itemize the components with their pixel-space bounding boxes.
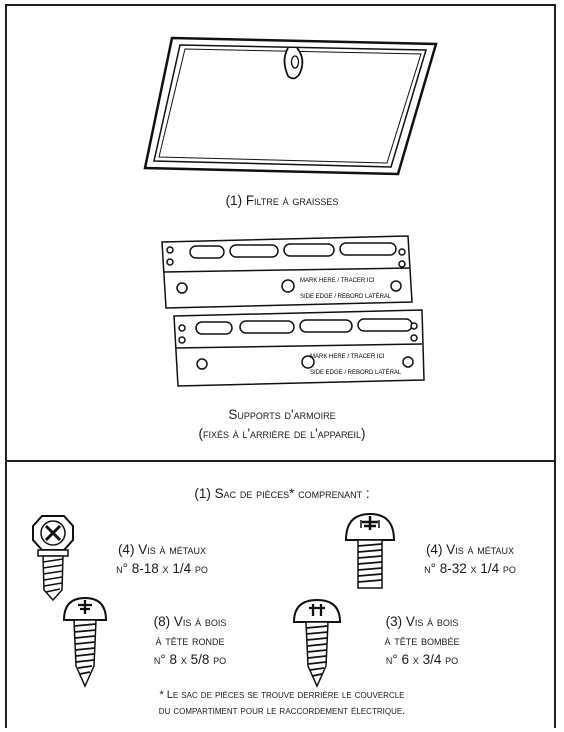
bracket-mark-here-text: MARK HERE / TRACER ICI [300,278,375,284]
screw-2-spec: n° 8-32 x 1/4 po [424,561,516,576]
brackets-caption-line2: (fixés à l'arrière de l'appareil) [198,426,366,441]
round-head-wood-screw-icon [62,596,108,688]
filter-caption: (1) Filtre à graisses [225,193,339,208]
screw-3-spec: n° 8 x 5/8 po [153,652,227,667]
cabinet-bracket-icon: MARK HERE / TRACER ICI SIDE EDGE / REBOR… [161,235,425,387]
screw-2-qty: (4) [425,542,443,557]
truss-head-wood-screw-icon [292,598,342,688]
screw-3-name: Vis à bois [173,614,227,629]
screw-1-name: Vis à métaux [138,542,207,557]
brackets-caption-line1: Supports d'armoire [228,407,336,422]
section-divider [5,460,556,462]
hex-screw-icon [32,515,74,602]
footnote-line2: du compartiment pour le raccordement éle… [158,705,406,717]
screw-3-qty: (8) [153,614,171,629]
screw-1-spec: n° 8-18 x 1/4 po [116,561,208,576]
footnote-line1: * Le sac de pièces se trouve derrière le… [159,689,405,701]
screw-2-name: Vis à métaux [446,542,515,557]
grease-filter-icon [143,36,438,176]
screw-3-line1: (8) Vis à bois [120,612,260,631]
pan-head-screw-icon [344,512,396,589]
page-frame [5,4,556,728]
bag-title: (1) Sac de pièces* comprenant : [194,486,370,501]
screw-1-line1: (4) Vis à métaux [92,540,232,559]
screw-2-line1: (4) Vis à métaux [400,540,540,559]
screw-4-head: à tête bombée [384,633,460,648]
bracket-side-edge-text: SIDE EDGE / REBORD LATÉRAL [300,293,392,300]
screw-4-name: Vis à bois [405,614,459,629]
bracket-side-edge-text-lower: SIDE EDGE / REBORD LATÉRAL [310,369,402,376]
screw-3-head: à tête ronde [155,633,225,648]
screw-4-spec: n° 6 x 3/4 po [385,652,459,667]
bracket-mark-here-text-lower: MARK HERE / TRACER ICI [310,354,385,360]
screw-4-line1: (3) Vis à bois [352,612,492,631]
screw-1-qty: (4) [117,542,135,557]
screw-4-qty: (3) [385,614,403,629]
